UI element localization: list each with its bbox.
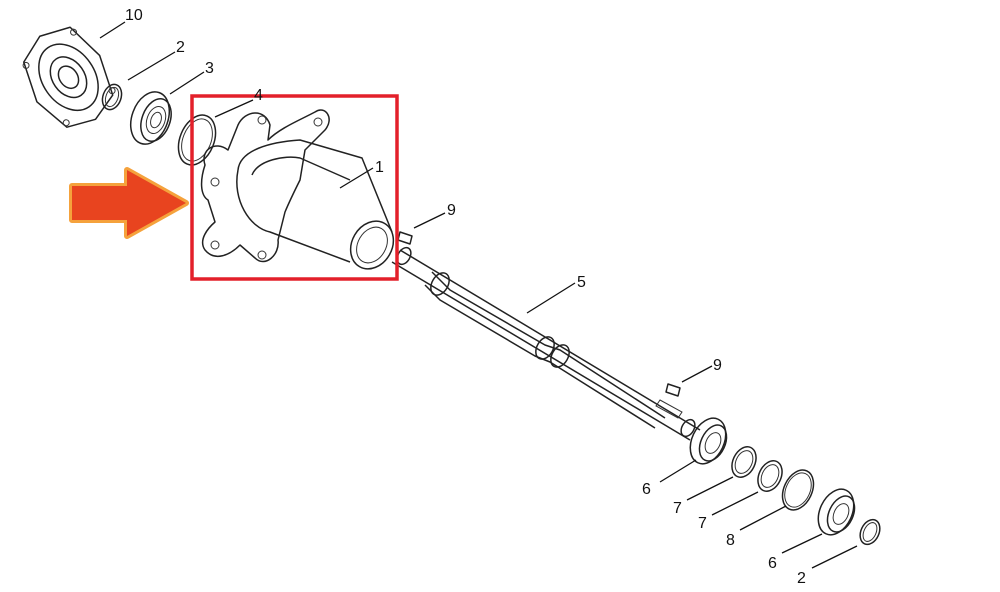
callout-label: 7 <box>698 515 707 532</box>
callout-label: 9 <box>713 357 722 374</box>
part-10-end-cover <box>22 26 116 128</box>
callout-label: 9 <box>447 202 456 219</box>
part-7-ring-b <box>757 460 783 492</box>
callout-label: 2 <box>176 39 185 56</box>
part-2-snap-ring-lower <box>859 518 881 546</box>
part-2-snap-ring <box>101 83 123 111</box>
part-8-shim <box>781 469 815 511</box>
part-5-shaft <box>391 246 701 441</box>
callout-label: 4 <box>254 87 263 104</box>
callout-label: 7 <box>673 500 682 517</box>
callout-label: 10 <box>125 7 143 24</box>
part-4-shim-ring <box>177 114 217 166</box>
callout-label: 3 <box>205 60 214 77</box>
pointer-arrow <box>69 167 189 239</box>
callout-label: 8 <box>726 532 735 549</box>
part-6-bearing-lower <box>817 488 856 536</box>
part-3-bearing <box>129 91 172 145</box>
highlight-box <box>190 94 399 281</box>
callout-label: 1 <box>375 159 384 176</box>
callout-lines <box>99 21 858 569</box>
callout-label: 6 <box>642 481 651 498</box>
callout-label: 5 <box>577 274 586 291</box>
part-6-bearing-upper <box>689 417 728 465</box>
part-9-key-lower <box>665 383 681 397</box>
part-9-key-top <box>397 231 413 245</box>
callout-label: 2 <box>797 570 806 587</box>
callout-label: 6 <box>768 555 777 572</box>
callout-labels: 10 2 3 4 1 9 5 9 6 7 7 8 6 2 <box>125 7 806 587</box>
part-7-ring-a <box>731 446 757 478</box>
part-1-flanged-hub <box>200 109 395 270</box>
